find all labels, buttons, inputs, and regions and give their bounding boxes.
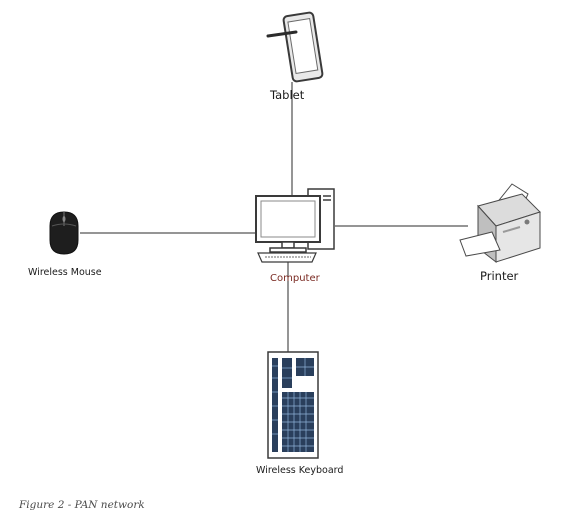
mouse-label: Wireless Mouse [28, 267, 102, 278]
computer-label: Computer [270, 273, 320, 284]
computer-icon [255, 188, 335, 263]
keyboard-icon [267, 351, 319, 459]
figure-caption: Figure 2 - PAN network [19, 499, 145, 511]
printer-icon [459, 183, 541, 264]
printer-label: Printer [480, 269, 519, 283]
tablet-label: Tablet [270, 88, 305, 102]
tablet-icon [266, 11, 324, 83]
keyboard-label: Wireless Keyboard [256, 465, 344, 476]
mouse-icon [49, 211, 79, 255]
connections [80, 82, 468, 352]
